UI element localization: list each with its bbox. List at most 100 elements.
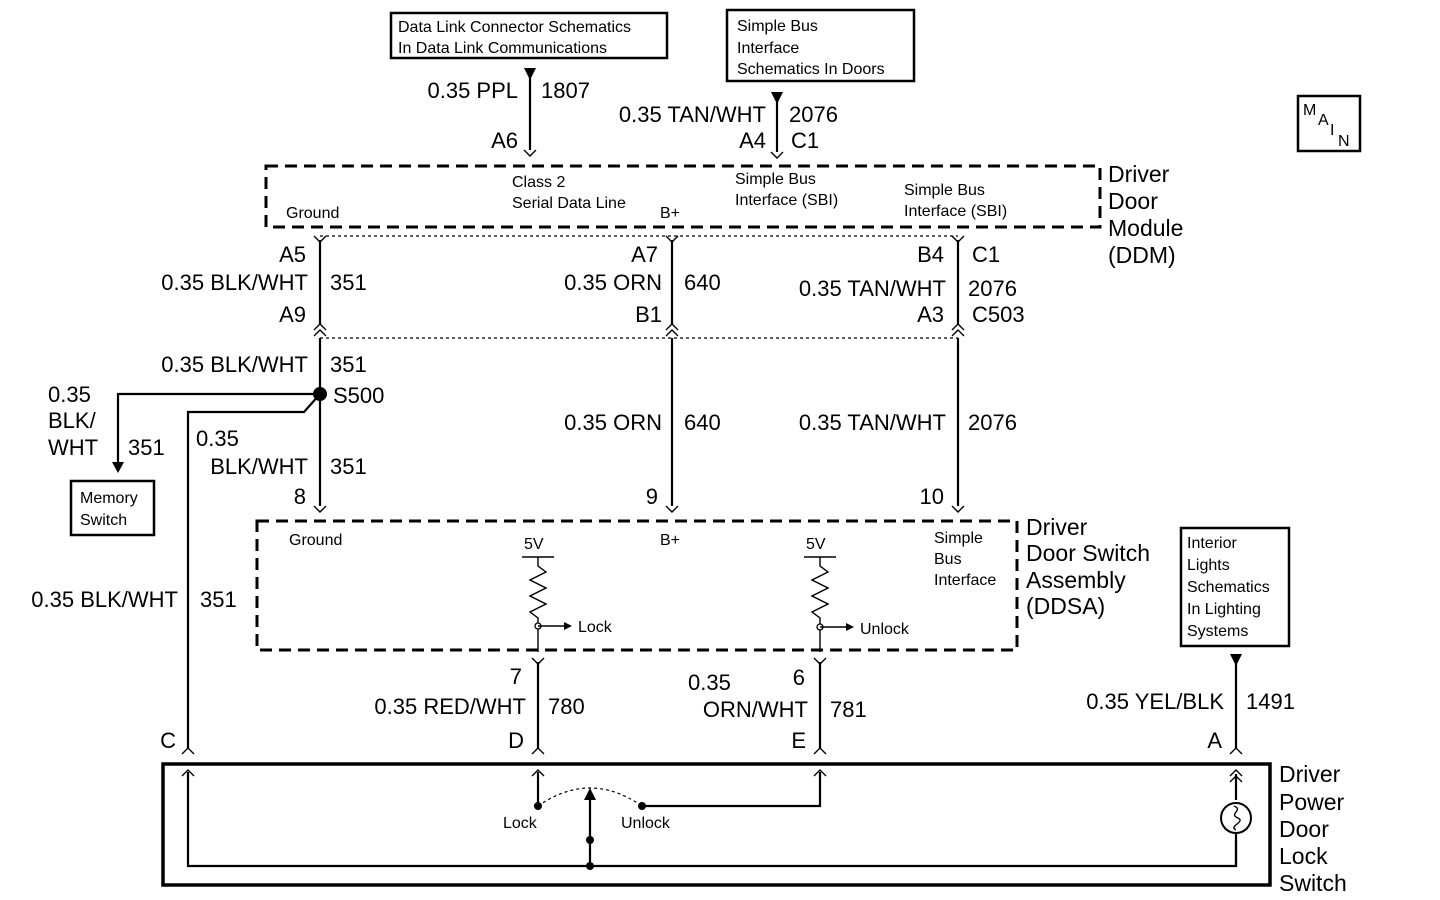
- ddm-name-4: (DDM): [1108, 242, 1176, 268]
- ddm-name-1: Driver: [1108, 161, 1170, 187]
- ref-box-memory-switch[interactable]: Memory Switch: [69, 479, 156, 537]
- ddm-name-2: Door: [1108, 188, 1158, 214]
- wire-gnd-left-351[interactable]: 0.35 BLK/WHT 351 C: [31, 393, 321, 755]
- ddsa-pin-bplus: B+: [660, 532, 680, 549]
- wire-ppl-1807[interactable]: 0.35 PPL 1807 A6: [427, 68, 590, 157]
- wire-tan-lower-2076[interactable]: 0.35 TAN/WHT 2076 10: [799, 338, 1017, 513]
- wire-tan-upper-conn-bottom: C503: [972, 302, 1025, 327]
- wire-orn-upper-pin-top: A7: [631, 242, 658, 267]
- driver-door-module[interactable]: Ground Class 2 Serial Data Line B+ Simpl…: [264, 161, 1183, 268]
- driver-power-door-lock-switch[interactable]: Lock Unlock Driver Power Door Lock Switc…: [161, 761, 1347, 896]
- wire-orn-upper-circuit: 640: [684, 270, 721, 295]
- wire-gnd-lower-circuit: 351: [330, 454, 367, 479]
- wire-tan-upper-pin-bottom: A3: [917, 302, 944, 327]
- wire-gnd-mem-gauge3: WHT: [48, 435, 98, 460]
- wire-yel-1491[interactable]: 0.35 YEL/BLK 1491 A: [1086, 654, 1295, 755]
- wire-sbi-top-pin: A4: [739, 128, 766, 153]
- ref-box-interior-lights[interactable]: Interior Lights Schematics In Lighting S…: [1179, 526, 1291, 648]
- ref-sbi-line2: Interface: [737, 40, 799, 57]
- wire-ornwht-gauge2: ORN/WHT: [703, 697, 808, 722]
- wire-gnd-left-gauge: 0.35 BLK/WHT: [31, 587, 178, 612]
- ref-int-line2: Lights: [1187, 557, 1230, 574]
- splice-s500-label: S500: [333, 383, 384, 408]
- wire-yel-pin: A: [1207, 728, 1222, 753]
- wire-gnd-memory-351[interactable]: 0.35 BLK/ WHT 351: [48, 382, 320, 473]
- badge-n: N: [1338, 133, 1350, 150]
- ddsa-5v-unlock: 5V: [806, 536, 826, 553]
- wire-tan-lower-circuit: 2076: [968, 410, 1017, 435]
- ddsa-unlock-label: Unlock: [860, 621, 910, 638]
- wire-gnd-lower-pin: 8: [294, 484, 306, 509]
- wire-gnd-mid-circuit: 351: [330, 352, 367, 377]
- badge-a: A: [1318, 112, 1329, 129]
- wire-gnd-left-circuit: 351: [200, 587, 237, 612]
- badge-m: M: [1303, 102, 1316, 119]
- ref-box-simple-bus[interactable]: Simple Bus Interface Schematics In Doors: [725, 8, 916, 83]
- wire-yel-gauge: 0.35 YEL/BLK: [1086, 689, 1224, 714]
- wire-gnd-upper-351[interactable]: A5 0.35 BLK/WHT 351 A9: [161, 235, 367, 337]
- dpdls-name-2: Power: [1279, 789, 1345, 815]
- wire-orn-upper-pin-bottom: B1: [635, 302, 662, 327]
- wire-tan-lower-gauge: 0.35 TAN/WHT: [799, 410, 946, 435]
- ddm-pin-sbi1-1: Simple Bus: [735, 171, 816, 188]
- wire-gnd-upper-pin-top: A5: [279, 242, 306, 267]
- wire-gnd-upper-gauge: 0.35 BLK/WHT: [161, 270, 308, 295]
- wire-tan-upper-circuit: 2076: [968, 276, 1017, 301]
- ddm-pin-ground: Ground: [286, 205, 339, 222]
- ddm-pin-sbi2-2: Interface (SBI): [904, 203, 1007, 220]
- ddm-pin-bplus: B+: [660, 205, 680, 222]
- wire-ppl-pin: A6: [491, 128, 518, 153]
- ddm-pin-sbi1-2: Interface (SBI): [735, 192, 838, 209]
- ref-int-line1: Interior: [1187, 535, 1237, 552]
- wire-ornwht-781[interactable]: 6 0.35 ORN/WHT 781 E: [688, 657, 867, 755]
- ref-dlc-line2: In Data Link Communications: [398, 40, 607, 57]
- ref-int-line4: In Lighting: [1187, 601, 1261, 618]
- wire-gnd-lower-gauge1: 0.35: [196, 426, 239, 451]
- wire-gnd-lower-gauge2: BLK/WHT: [210, 454, 308, 479]
- ddm-pin-class2-1: Class 2: [512, 174, 565, 191]
- wire-gnd-mem-circuit: 351: [128, 435, 165, 460]
- ddsa-name-4: (DDSA): [1026, 593, 1105, 619]
- dpdls-name-4: Lock: [1279, 843, 1328, 869]
- dpdls-name-5: Switch: [1279, 870, 1347, 896]
- wire-gnd-mid-gauge: 0.35 BLK/WHT: [161, 352, 308, 377]
- wire-orn-lower-pin: 9: [646, 484, 658, 509]
- wire-ornwht-gauge1: 0.35: [688, 670, 731, 695]
- wire-red-gauge: 0.35 RED/WHT: [374, 694, 526, 719]
- wire-red-circuit: 780: [548, 694, 585, 719]
- wire-ppl-gauge: 0.35 PPL: [427, 78, 518, 103]
- lock-resistor-icon: 5V Lock: [522, 536, 613, 652]
- wire-gnd-mid-351[interactable]: 0.35 BLK/WHT 351 S500 0.35 BLK/WHT 351 8: [161, 338, 384, 513]
- ddsa-pin-sbi-3: Interface: [934, 572, 996, 589]
- wire-tan-upper-2076[interactable]: B4 C1 0.35 TAN/WHT 2076 A3 C503: [799, 235, 1025, 337]
- wire-orn-lower-640[interactable]: 0.35 ORN 640 9: [564, 338, 721, 513]
- wire-tan-upper-conn-top: C1: [972, 242, 1000, 267]
- wire-gnd-mem-gauge1: 0.35: [48, 382, 91, 407]
- ddsa-5v-lock: 5V: [524, 536, 544, 553]
- wire-gnd-mem-gauge2: BLK/: [48, 408, 97, 433]
- wire-gnd-upper-pin-bottom: A9: [279, 302, 306, 327]
- wire-sbi-top-2076[interactable]: 0.35 TAN/WHT 2076 A4 C1: [619, 92, 838, 159]
- ddsa-name-1: Driver: [1026, 514, 1088, 540]
- dpdls-unlock-label: Unlock: [621, 815, 671, 832]
- driver-door-switch-assembly[interactable]: Ground B+ Simple Bus Interface Driver Do…: [255, 514, 1150, 652]
- ddsa-name-2: Door Switch: [1026, 540, 1150, 566]
- wire-sbi-top-gauge: 0.35 TAN/WHT: [619, 102, 766, 127]
- wire-orn-upper-640[interactable]: A7 0.35 ORN 640 B1: [564, 235, 721, 337]
- wire-yel-circuit: 1491: [1246, 689, 1295, 714]
- ddm-pin-class2-2: Serial Data Line: [512, 195, 626, 212]
- dpdls-name-3: Door: [1279, 816, 1329, 842]
- ddsa-pin-sbi-2: Bus: [934, 551, 962, 568]
- ddm-name-3: Module: [1108, 215, 1183, 241]
- ref-sbi-line3: Schematics In Doors: [737, 61, 885, 78]
- ddsa-name-3: Assembly: [1026, 567, 1126, 593]
- wire-red-780[interactable]: 7 0.35 RED/WHT 780 D: [374, 657, 585, 755]
- wire-orn-lower-gauge: 0.35 ORN: [564, 410, 662, 435]
- wire-tan-lower-pin: 10: [920, 484, 944, 509]
- wire-orn-upper-gauge: 0.35 ORN: [564, 270, 662, 295]
- wire-sbi-top-circuit: 2076: [789, 102, 838, 127]
- ref-box-data-link[interactable]: Data Link Connector Schematics In Data L…: [389, 11, 669, 60]
- ref-int-line3: Schematics: [1187, 579, 1270, 596]
- unlock-resistor-icon: 5V Unlock: [804, 536, 910, 652]
- wire-ornwht-pin-top: 6: [793, 665, 805, 690]
